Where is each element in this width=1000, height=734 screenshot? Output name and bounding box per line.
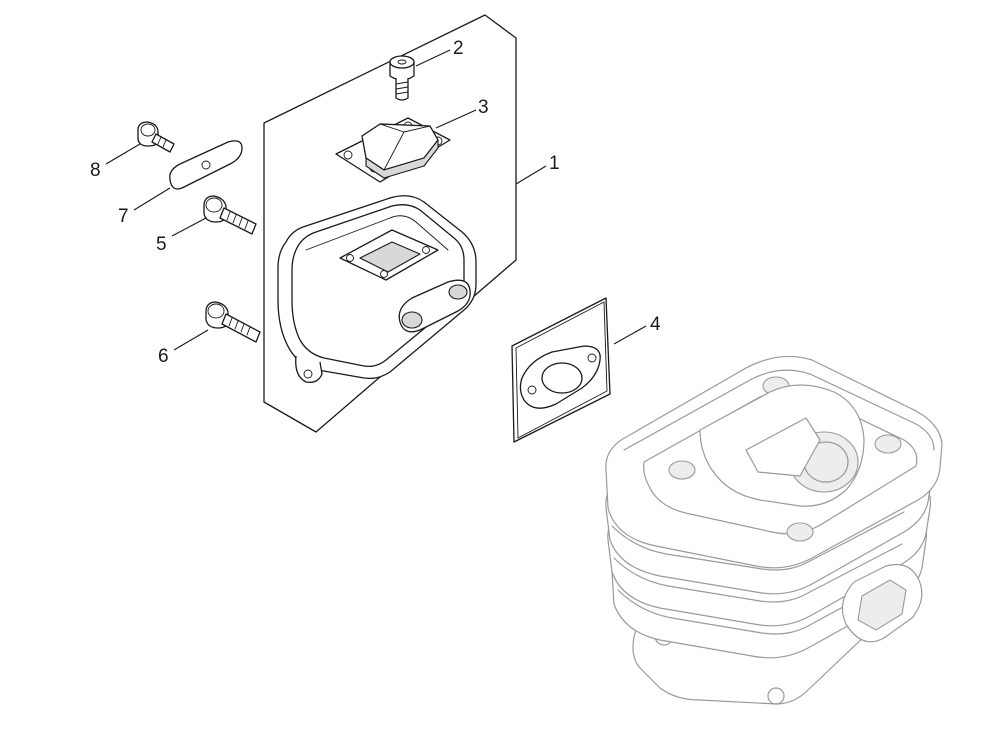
callout-5: 5 (156, 234, 167, 255)
kit-panel (263, 14, 517, 433)
part-6-screw (205, 301, 261, 343)
callout-8: 8 (90, 160, 101, 181)
part-4-gasket (511, 297, 611, 443)
callout-4: 4 (650, 314, 661, 335)
cylinder (605, 355, 943, 705)
callout-3: 3 (478, 97, 489, 118)
callout-2: 2 (453, 38, 464, 59)
callout-7: 7 (118, 206, 129, 227)
part-7-plate (169, 140, 243, 190)
part-2-bolt (389, 55, 415, 101)
part-8-bolt (137, 121, 175, 153)
muffler-body (277, 195, 477, 383)
part-3-deflector (335, 117, 451, 183)
callout-6: 6 (158, 346, 169, 367)
callout-1: 1 (549, 153, 560, 174)
leader-lines (105, 49, 647, 351)
part-5-screw (203, 195, 257, 235)
